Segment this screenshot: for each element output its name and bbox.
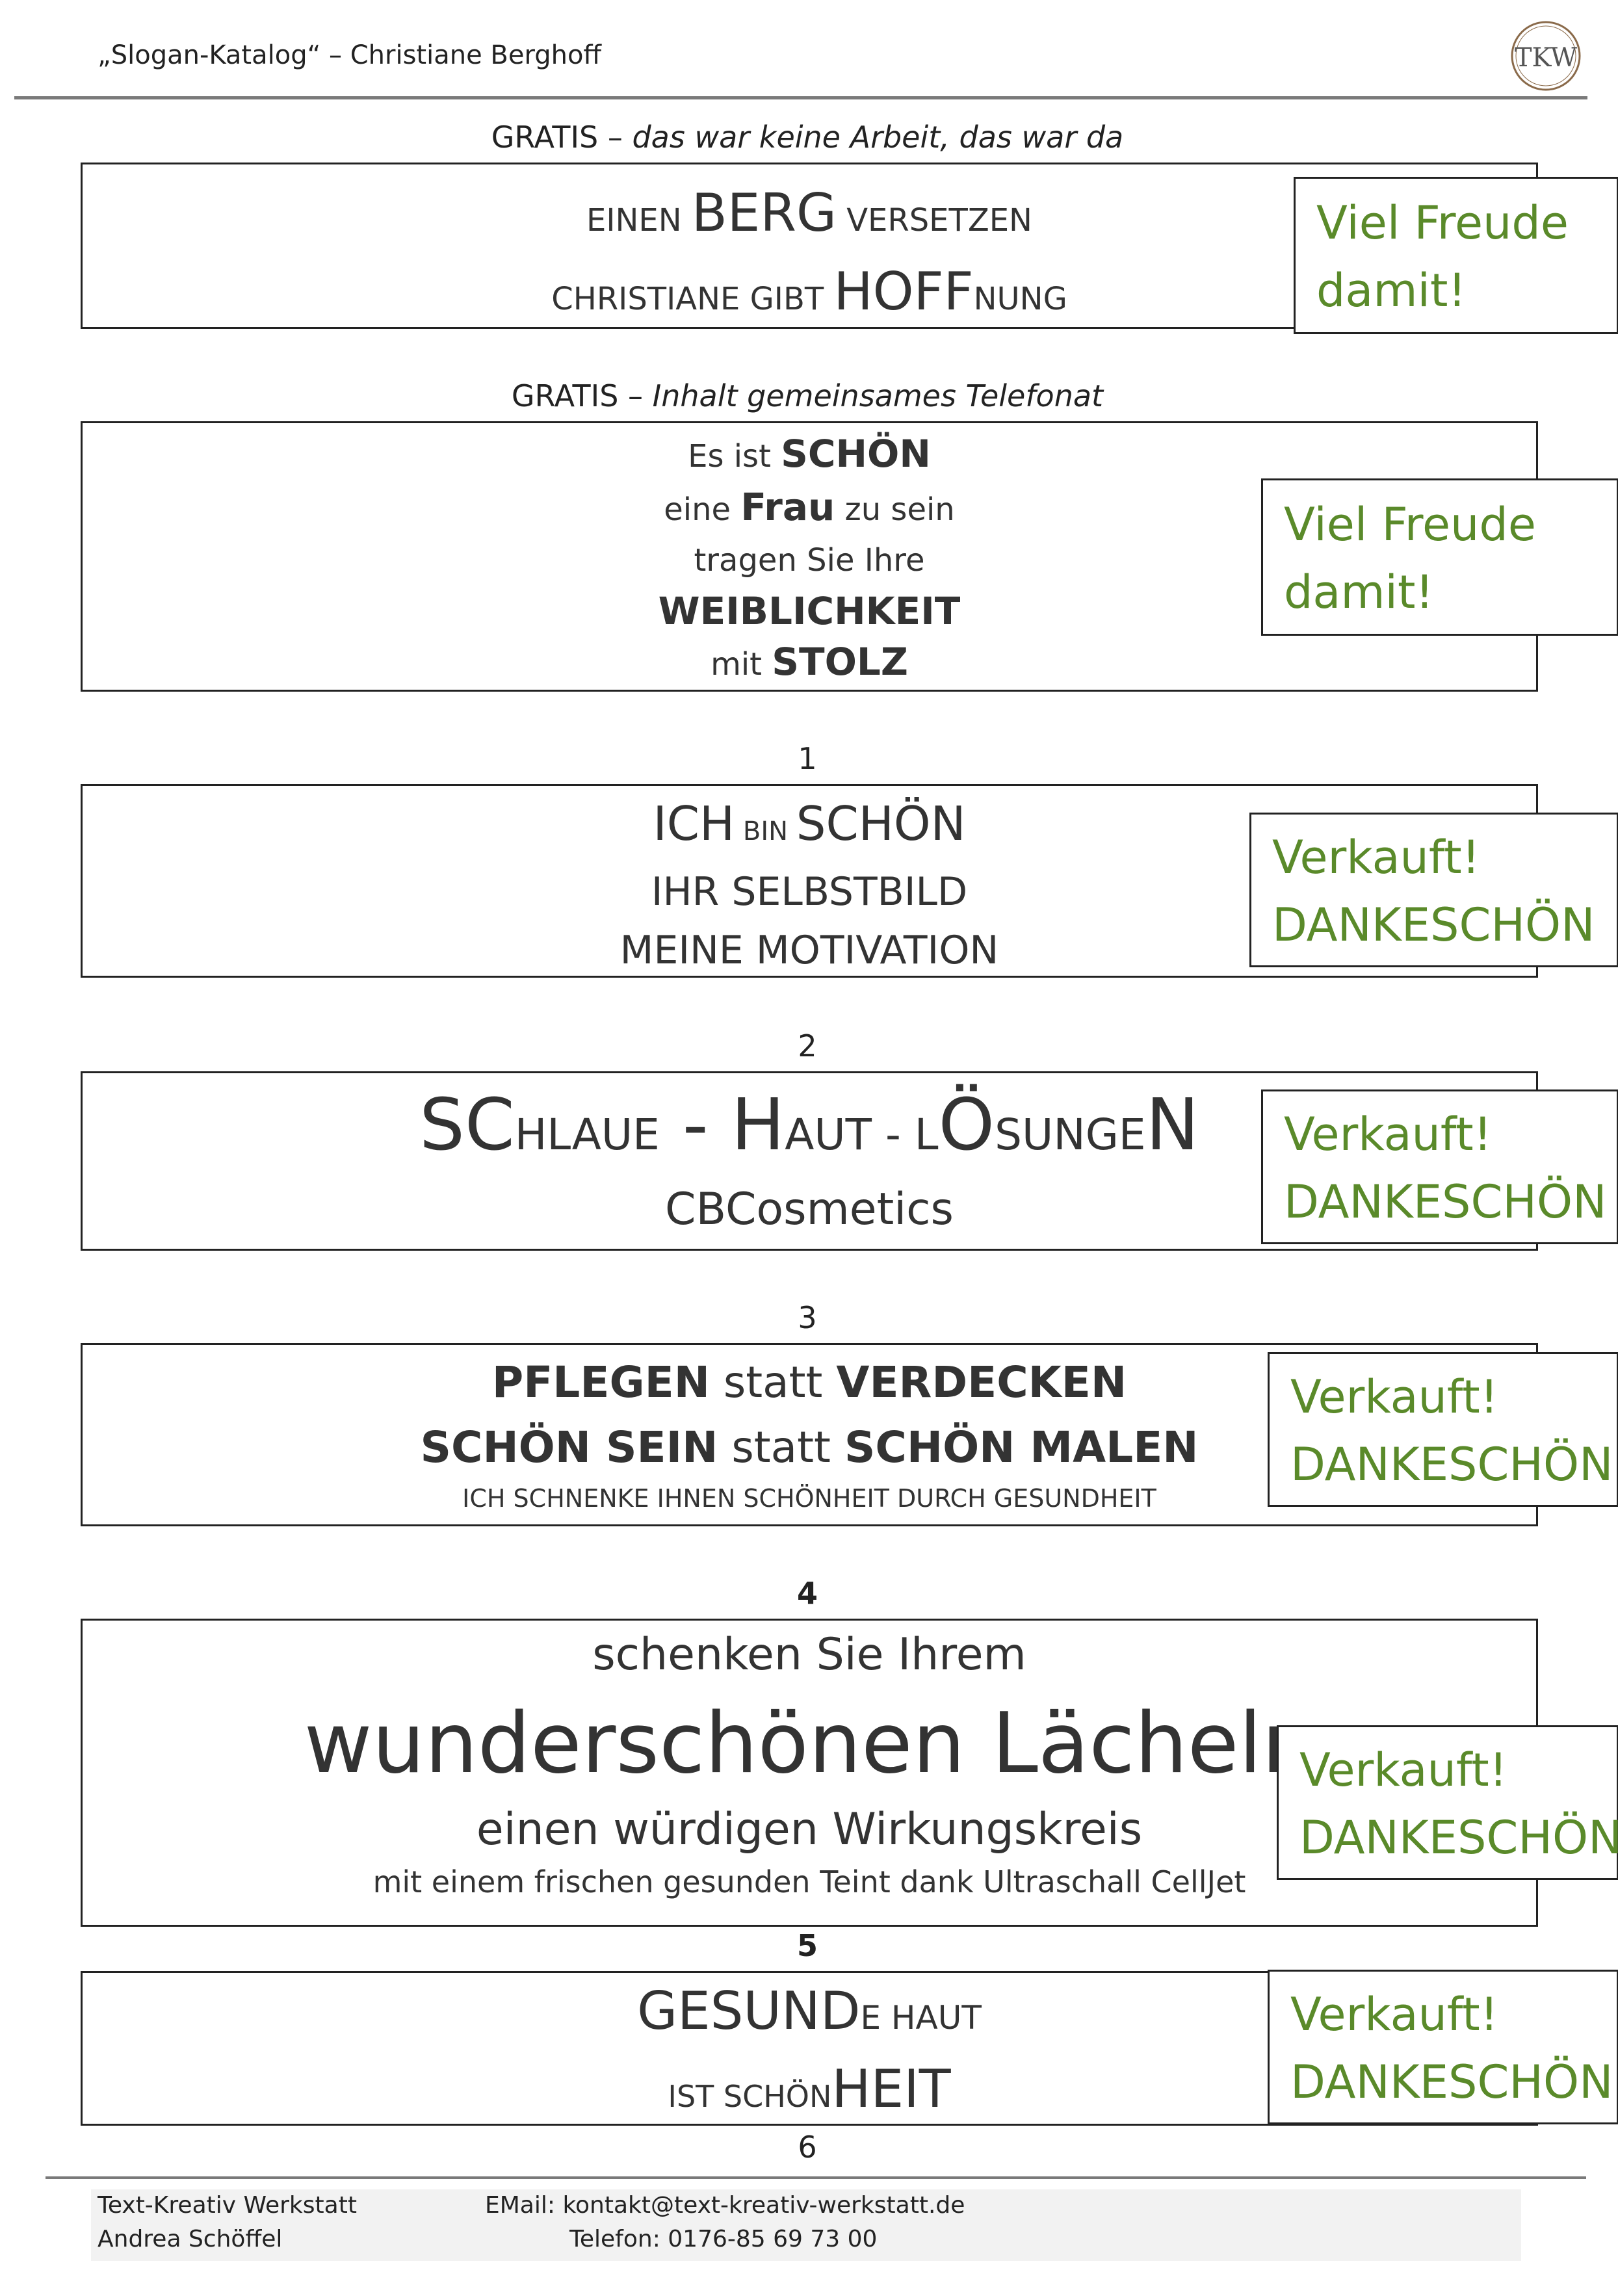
slogan-line: einen würdigen Wirkungskreis (476, 1804, 1143, 1855)
slogan-line: schenken Sie Ihrem (592, 1629, 1026, 1680)
slogan-line: eine Frau zu sein (664, 485, 955, 529)
slogan-line: MEINE MOTIVATION (620, 928, 999, 973)
slogan-line: ICH SCHNENKE IHNEN SCHÖNHEIT DURCH GESUN… (462, 1484, 1156, 1513)
status-tag: Verkauft!DANKESCHÖN (1261, 1089, 1618, 1244)
slogan-line: mit einem frischen gesunden Teint dank U… (372, 1864, 1246, 1899)
status-tag: Verkauft!DANKESCHÖN (1277, 1725, 1618, 1880)
logo: TKW (1508, 18, 1584, 94)
slogan-line: CHRISTIANE GIBT HOFFNUNG (551, 261, 1067, 322)
logo-mark: TKW (1515, 43, 1577, 73)
section-label: 1 (798, 741, 817, 776)
footer-name: Andrea Schöffel (98, 2226, 283, 2252)
section-label: 4 (796, 1576, 818, 1611)
slogan-line: SCHÖN SEIN statt SCHÖN MALEN (420, 1422, 1199, 1472)
footer-email: EMail: kontakt@text-kreativ-werkstatt.de (485, 2192, 965, 2219)
slogan-line: wunderschönen Lächeln (304, 1695, 1315, 1792)
slogan-line: ICH BIN SCHÖN (653, 796, 966, 851)
slogan-line: IHR SELBSTBILD (651, 869, 968, 915)
slogan-line: PFLEGEN statt VERDECKEN (491, 1357, 1127, 1407)
slogan-line: SCHLAUE - HAUT - LÖSUNGEN (419, 1083, 1199, 1166)
slogan-line: IST SCHÖNHEIT (668, 2059, 951, 2119)
slogan-box: schenken Sie Ihrem wunderschönen Lächeln… (81, 1619, 1538, 1927)
slogan-line: WEIBLICHKEIT (658, 589, 961, 633)
footer-phone: Telefon: 0176-85 69 73 00 (569, 2226, 878, 2252)
section-label: 6 (798, 2130, 817, 2165)
status-tag: Verkauft!DANKESCHÖN (1268, 1970, 1618, 2124)
slogan-line: GESUNDE HAUT (637, 1981, 982, 2041)
document-header-title: „Slogan-Katalog“ – Christiane Berghoff (98, 40, 601, 70)
footer-rule (46, 2176, 1586, 2179)
section-label: GRATIS – das war keine Arbeit, das war d… (491, 120, 1124, 155)
slogan-line: EINEN BERG VERSETZEN (586, 183, 1032, 243)
footer (91, 2189, 1521, 2261)
section-label: 2 (798, 1028, 817, 1063)
slogan-line: mit STOLZ (711, 640, 908, 684)
section-label: GRATIS – Inhalt gemeinsames Telefonat (511, 378, 1104, 413)
slogan-line: Es ist SCHÖN (688, 432, 931, 476)
slogan-line: CBCosmetics (665, 1184, 954, 1235)
footer-company: Text-Kreativ Werkstatt (98, 2192, 357, 2219)
logo-icon: TKW (1511, 21, 1581, 91)
section-label: 5 (796, 1928, 818, 1963)
status-tag: Verkauft!DANKESCHÖN (1268, 1352, 1618, 1507)
header-rule (14, 96, 1587, 99)
status-tag: Verkauft!DANKESCHÖN (1249, 813, 1618, 967)
section-label: 3 (798, 1300, 817, 1335)
slogan-line: tragen Sie Ihre (694, 542, 925, 579)
